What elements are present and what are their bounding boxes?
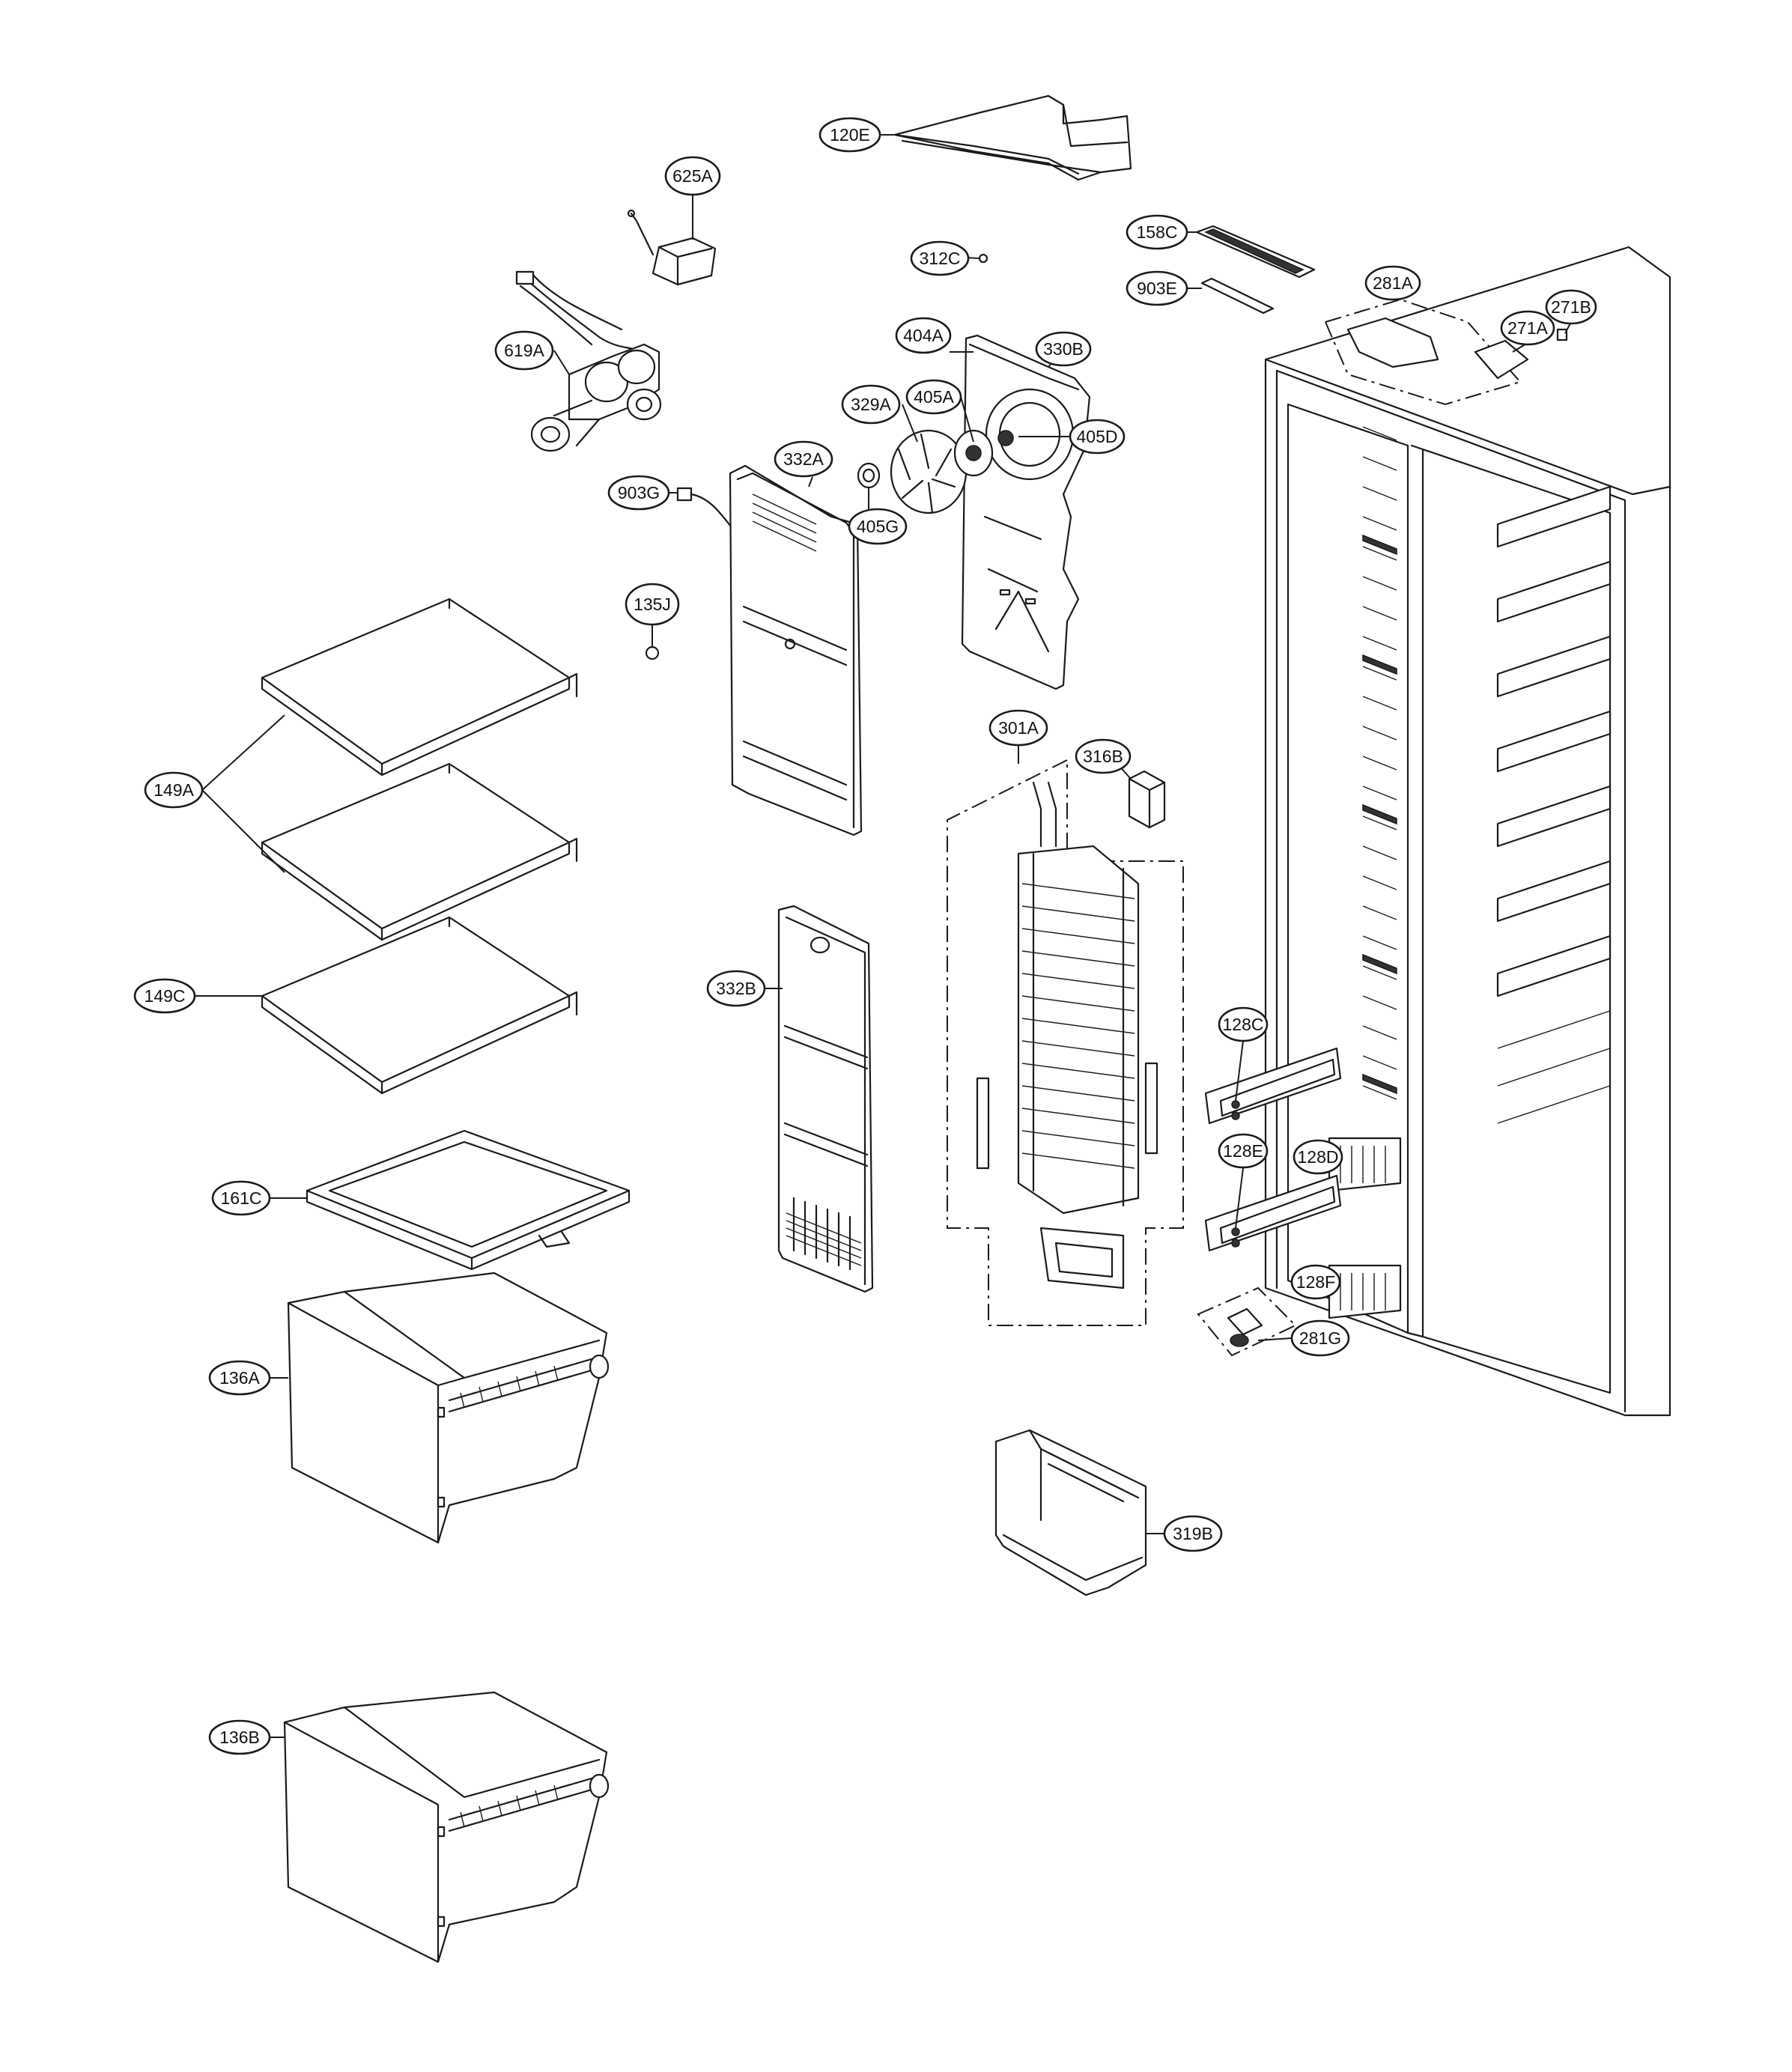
svg-text:128D: 128D xyxy=(1298,1147,1339,1167)
part-136a-crisper-drawer xyxy=(287,1272,610,1544)
svg-text:329A: 329A xyxy=(851,395,891,414)
part-625a-module xyxy=(627,209,717,286)
part-149c-shelf xyxy=(261,916,578,1095)
callout-128d: 128D xyxy=(1293,1139,1343,1175)
callout-271a: 271A xyxy=(1500,310,1555,346)
part-330b-fan-housing xyxy=(961,334,1091,690)
svg-text:330B: 330B xyxy=(1043,339,1084,359)
svg-text:128E: 128E xyxy=(1223,1141,1263,1161)
svg-text:405G: 405G xyxy=(857,517,899,536)
svg-text:158C: 158C xyxy=(1137,222,1178,242)
callout-271b: 271B xyxy=(1545,289,1597,325)
callout-332b: 332B xyxy=(706,970,766,1007)
callout-149a: 149A xyxy=(144,771,204,809)
svg-text:128F: 128F xyxy=(1296,1272,1335,1292)
callout-281g: 281G xyxy=(1290,1319,1350,1357)
callout-312c: 312C xyxy=(910,240,970,276)
svg-text:316B: 316B xyxy=(1083,747,1123,766)
svg-text:281G: 281G xyxy=(1299,1328,1341,1348)
callout-405d: 405D xyxy=(1069,419,1126,455)
part-301a-evaporator xyxy=(947,759,1184,1326)
part-128e-slide-rail xyxy=(1204,1174,1342,1252)
callout-619a: 619A xyxy=(494,330,554,371)
svg-text:271B: 271B xyxy=(1551,297,1591,317)
part-332a-upper-panel xyxy=(729,464,863,836)
callout-128e: 128E xyxy=(1218,1133,1269,1169)
part-903e-strip xyxy=(1200,277,1275,315)
svg-text:149A: 149A xyxy=(154,780,194,800)
cabinet-left-rails xyxy=(1362,426,1397,1100)
callout-158c: 158C xyxy=(1126,214,1188,250)
callout-149c: 149C xyxy=(133,978,196,1014)
svg-text:120E: 120E xyxy=(830,125,870,145)
callout-903g: 903G xyxy=(607,475,670,511)
svg-text:405D: 405D xyxy=(1077,427,1118,446)
part-329a-fan-blade xyxy=(890,429,994,514)
svg-text:625A: 625A xyxy=(672,166,713,186)
part-319b-duct xyxy=(994,1429,1147,1596)
svg-text:136B: 136B xyxy=(219,1728,260,1747)
part-128c-slide-rail xyxy=(1204,1047,1342,1125)
callout-319b: 319B xyxy=(1163,1515,1223,1552)
callout-120e: 120E xyxy=(818,117,881,153)
callout-301a: 301A xyxy=(988,709,1048,747)
svg-text:128C: 128C xyxy=(1223,1015,1264,1034)
svg-text:312C: 312C xyxy=(920,249,961,268)
callout-405a: 405A xyxy=(905,379,962,415)
callout-903e: 903E xyxy=(1126,270,1188,306)
callout-405g: 405G xyxy=(848,508,908,545)
callout-136b: 136B xyxy=(208,1719,271,1755)
callout-161c: 161C xyxy=(211,1180,271,1216)
callout-128c: 128C xyxy=(1218,1006,1269,1042)
part-136b-lower-drawer xyxy=(283,1691,610,1963)
callout-128f: 128F xyxy=(1290,1264,1341,1300)
svg-text:136A: 136A xyxy=(219,1368,260,1388)
callout-330b: 330B xyxy=(1035,331,1092,367)
svg-text:301A: 301A xyxy=(998,718,1039,738)
svg-text:135J: 135J xyxy=(634,595,671,614)
part-619a-water-valve xyxy=(515,270,662,452)
part-316b-block xyxy=(1128,770,1166,829)
svg-text:281A: 281A xyxy=(1373,273,1413,293)
svg-text:903G: 903G xyxy=(618,483,660,502)
svg-text:332A: 332A xyxy=(783,449,824,469)
part-405g-grommet xyxy=(857,462,881,489)
svg-text:404A: 404A xyxy=(903,326,944,345)
part-149a-shelf-lower xyxy=(261,762,578,941)
part-149a-shelf-upper xyxy=(261,598,578,777)
callout-625a: 625A xyxy=(664,156,721,196)
part-312c-screw xyxy=(978,253,988,264)
callout-281a: 281A xyxy=(1364,265,1421,301)
svg-text:405A: 405A xyxy=(914,387,954,407)
callout-135j: 135J xyxy=(625,583,680,626)
part-cabinet xyxy=(1264,246,1671,1417)
cabinet-right-rails xyxy=(1496,485,1612,1124)
svg-text:319B: 319B xyxy=(1173,1524,1213,1543)
part-135j-knob xyxy=(645,645,660,660)
part-903g-connector xyxy=(676,487,735,532)
part-120e-top-cover xyxy=(893,94,1132,181)
callout-332a: 332A xyxy=(774,440,833,478)
svg-text:271A: 271A xyxy=(1507,318,1548,338)
svg-text:903E: 903E xyxy=(1137,279,1177,298)
part-128f-bracket xyxy=(1328,1264,1402,1319)
callout-329a: 329A xyxy=(841,384,901,425)
callout-404a: 404A xyxy=(895,317,952,354)
callout-316b: 316B xyxy=(1075,738,1132,774)
svg-text:332B: 332B xyxy=(716,979,756,998)
svg-text:149C: 149C xyxy=(145,986,186,1006)
part-332b-lower-panel xyxy=(777,905,874,1293)
svg-text:161C: 161C xyxy=(221,1188,262,1208)
part-158c-bar xyxy=(1195,225,1316,279)
svg-text:619A: 619A xyxy=(504,341,544,360)
callout-136a: 136A xyxy=(208,1360,271,1396)
part-161c-crisper-cover xyxy=(306,1129,631,1271)
part-281g-sensor xyxy=(1197,1286,1297,1357)
